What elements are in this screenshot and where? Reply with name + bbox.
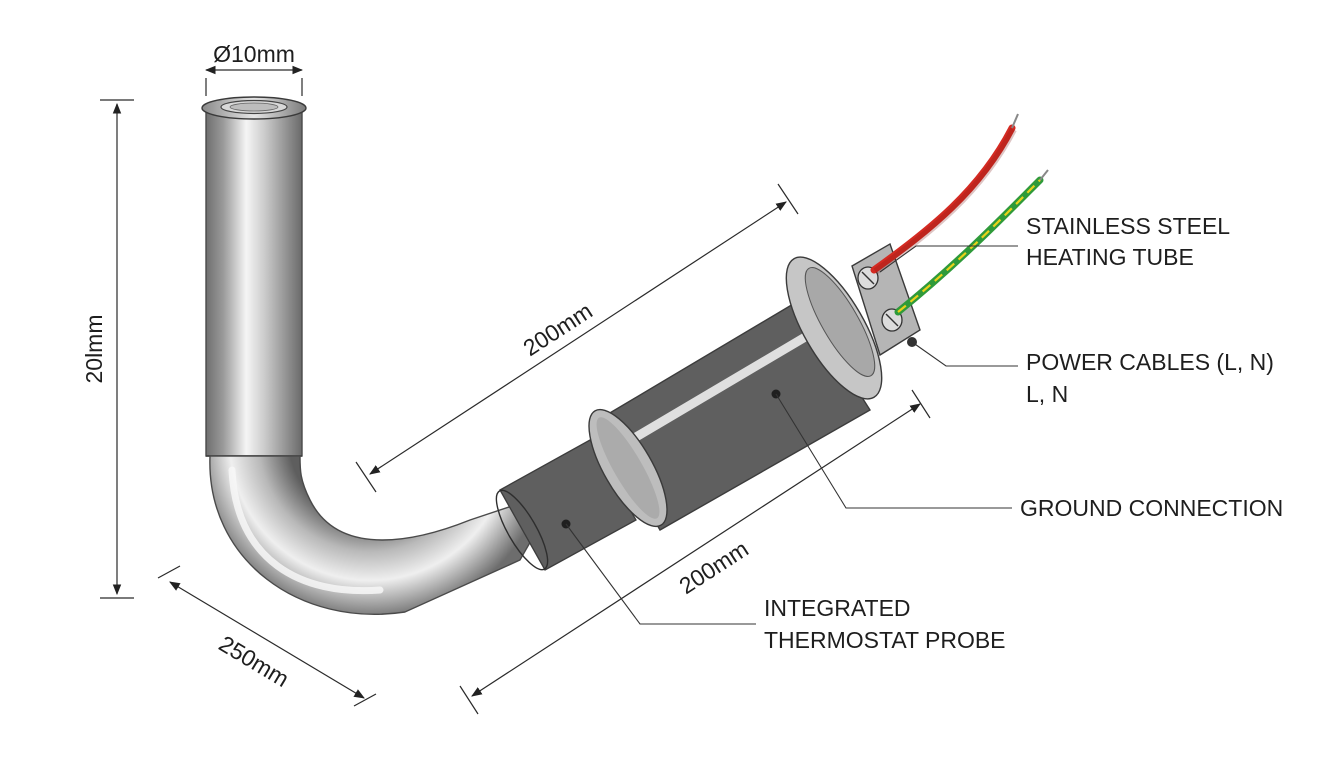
callout-ground: GROUND CONNECTION (771, 389, 1283, 521)
lower-length-label: 200mm (674, 536, 752, 600)
callout-probe: INTEGRATED THERMOSTAT PROBE (561, 519, 1006, 653)
ground-label: GROUND CONNECTION (1020, 495, 1283, 521)
base-length-label: 250mm (215, 630, 294, 692)
callout-power-cables: POWER CABLES (L, N) L, N (911, 341, 1274, 407)
height-dimension: 20lmm (81, 99, 134, 599)
vertical-tube (205, 107, 303, 457)
heating-tube (201, 96, 921, 616)
live-wire (870, 124, 1016, 274)
diameter-dimension: Ø10mm (204, 41, 304, 96)
callout-steel-tube: STAINLESS STEEL HEATING TUBE (879, 213, 1230, 273)
probe-label-line1: INTEGRATED (764, 595, 911, 621)
probe-label-line2: THERMOSTAT PROBE (764, 627, 1006, 653)
diameter-label: Ø10mm (213, 41, 295, 67)
steel-tube-label-line1: STAINLESS STEEL (1026, 213, 1230, 239)
height-label: 20lmm (81, 314, 107, 383)
power-cables-label-line2: L, N (1026, 381, 1068, 407)
steel-tube-label-line2: HEATING TUBE (1026, 244, 1194, 270)
power-cables-label-line1: POWER CABLES (L, N) (1026, 349, 1274, 375)
power-wires (870, 113, 1049, 316)
